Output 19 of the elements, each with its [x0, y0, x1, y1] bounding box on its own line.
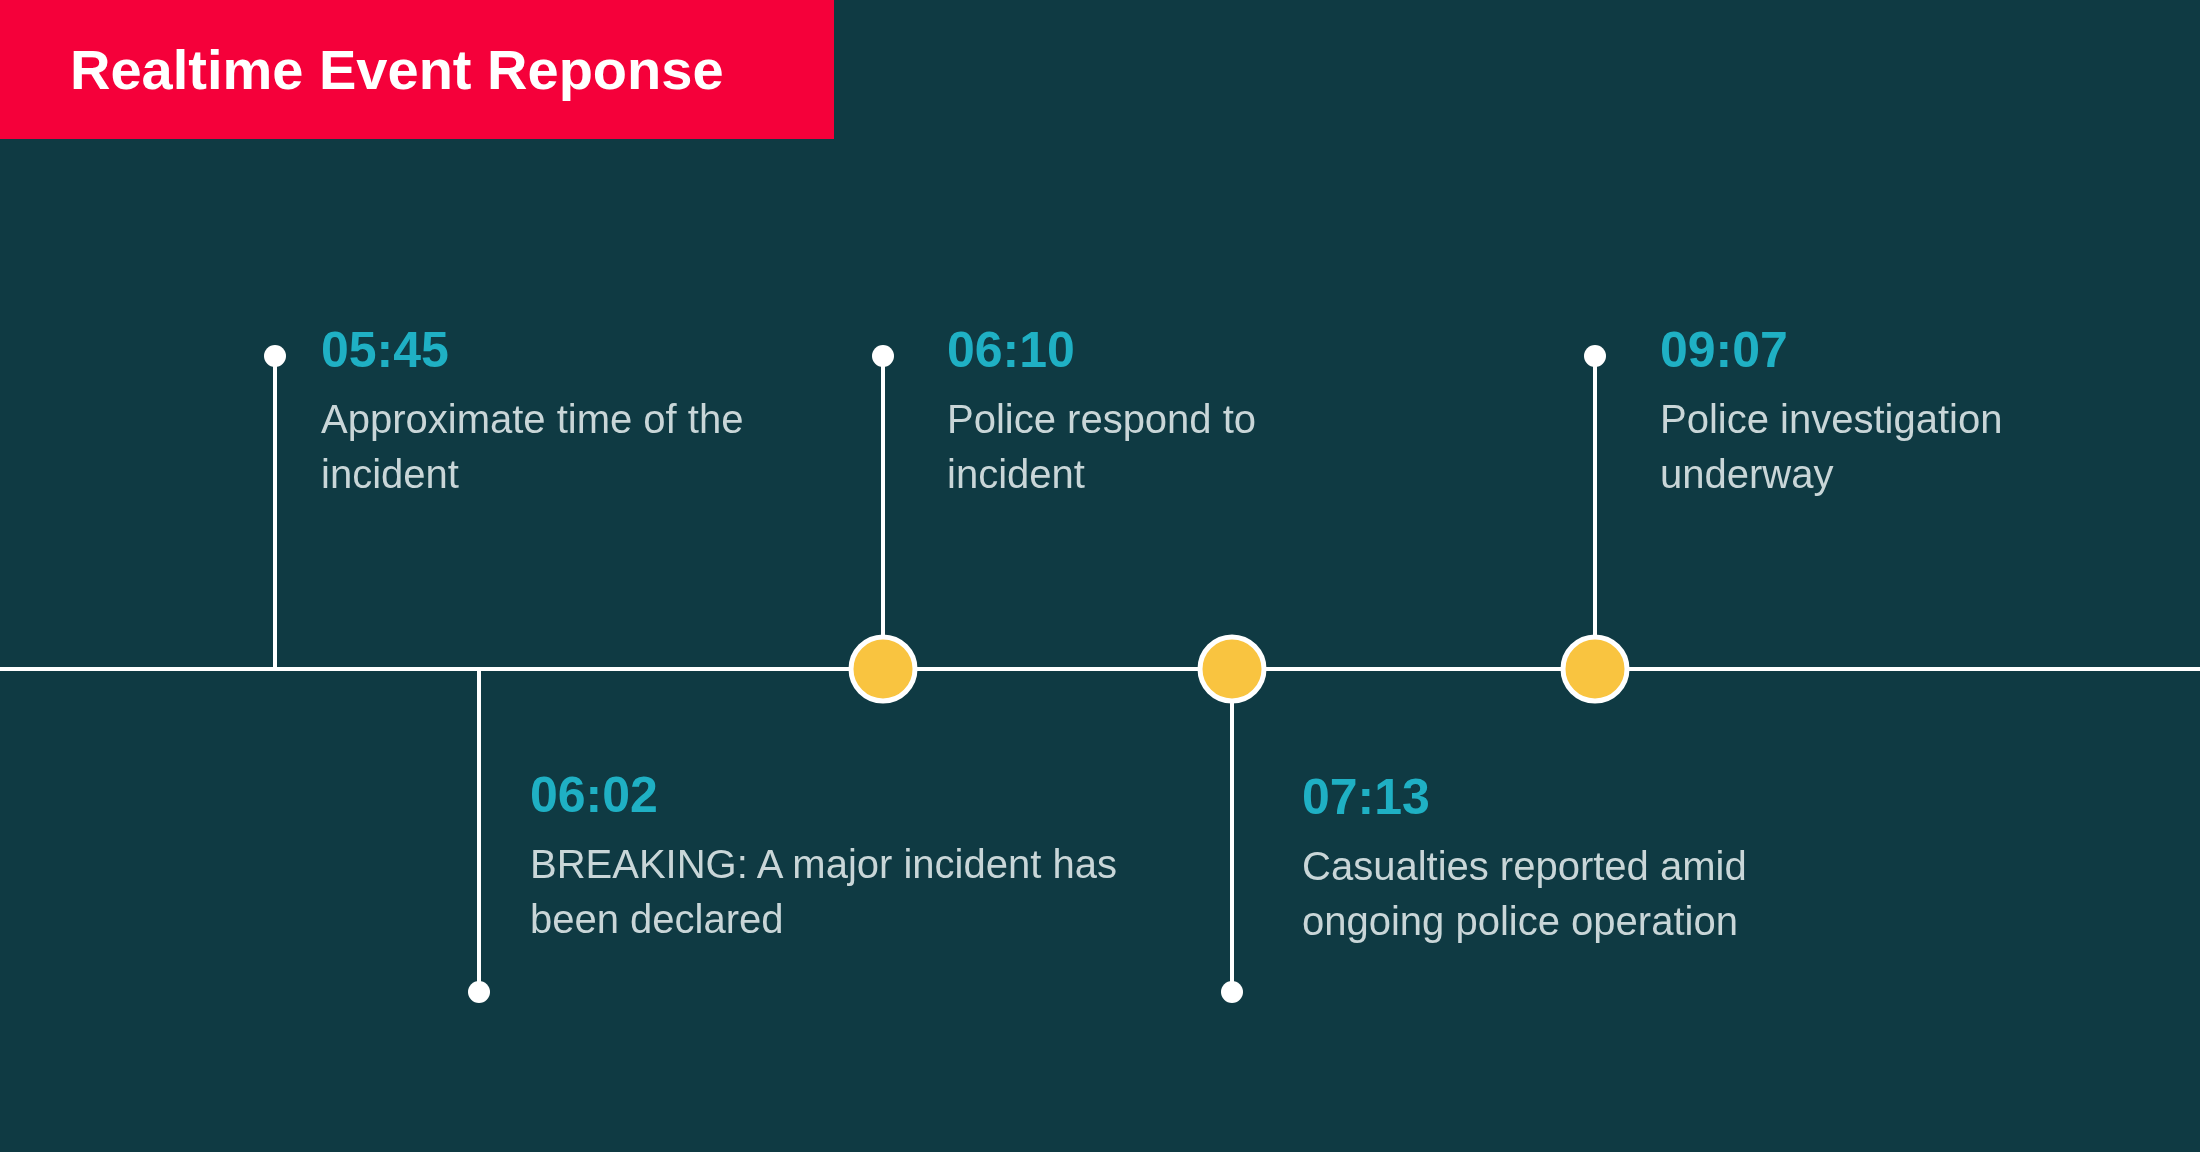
event-time: 09:07: [1660, 321, 1789, 380]
stem-line: [264, 345, 286, 669]
milestone-circle: [1197, 634, 1267, 704]
stem-line: [1584, 345, 1606, 635]
title-banner: Realtime Event Reponse: [0, 0, 834, 139]
event-description: Police investigation underway: [1660, 396, 2004, 498]
event-description: Approximate time of the incident: [321, 396, 745, 498]
event-description: BREAKING: A major incident has been declared: [530, 841, 1118, 943]
event-time: 05:45: [321, 321, 450, 380]
stem-line: [1221, 703, 1243, 1003]
stem-line: [872, 345, 894, 635]
event-description: Police respond to incident: [947, 396, 1258, 498]
milestone-circle: [1560, 634, 1630, 704]
milestone-circle: [848, 634, 918, 704]
stem-line: [468, 669, 490, 1003]
event-time: 06:10: [947, 321, 1076, 380]
event-time: 07:13: [1302, 768, 1431, 827]
event-description: Casualties reported amid ongoing police operation: [1302, 843, 1748, 945]
event-time: 06:02: [530, 766, 659, 825]
